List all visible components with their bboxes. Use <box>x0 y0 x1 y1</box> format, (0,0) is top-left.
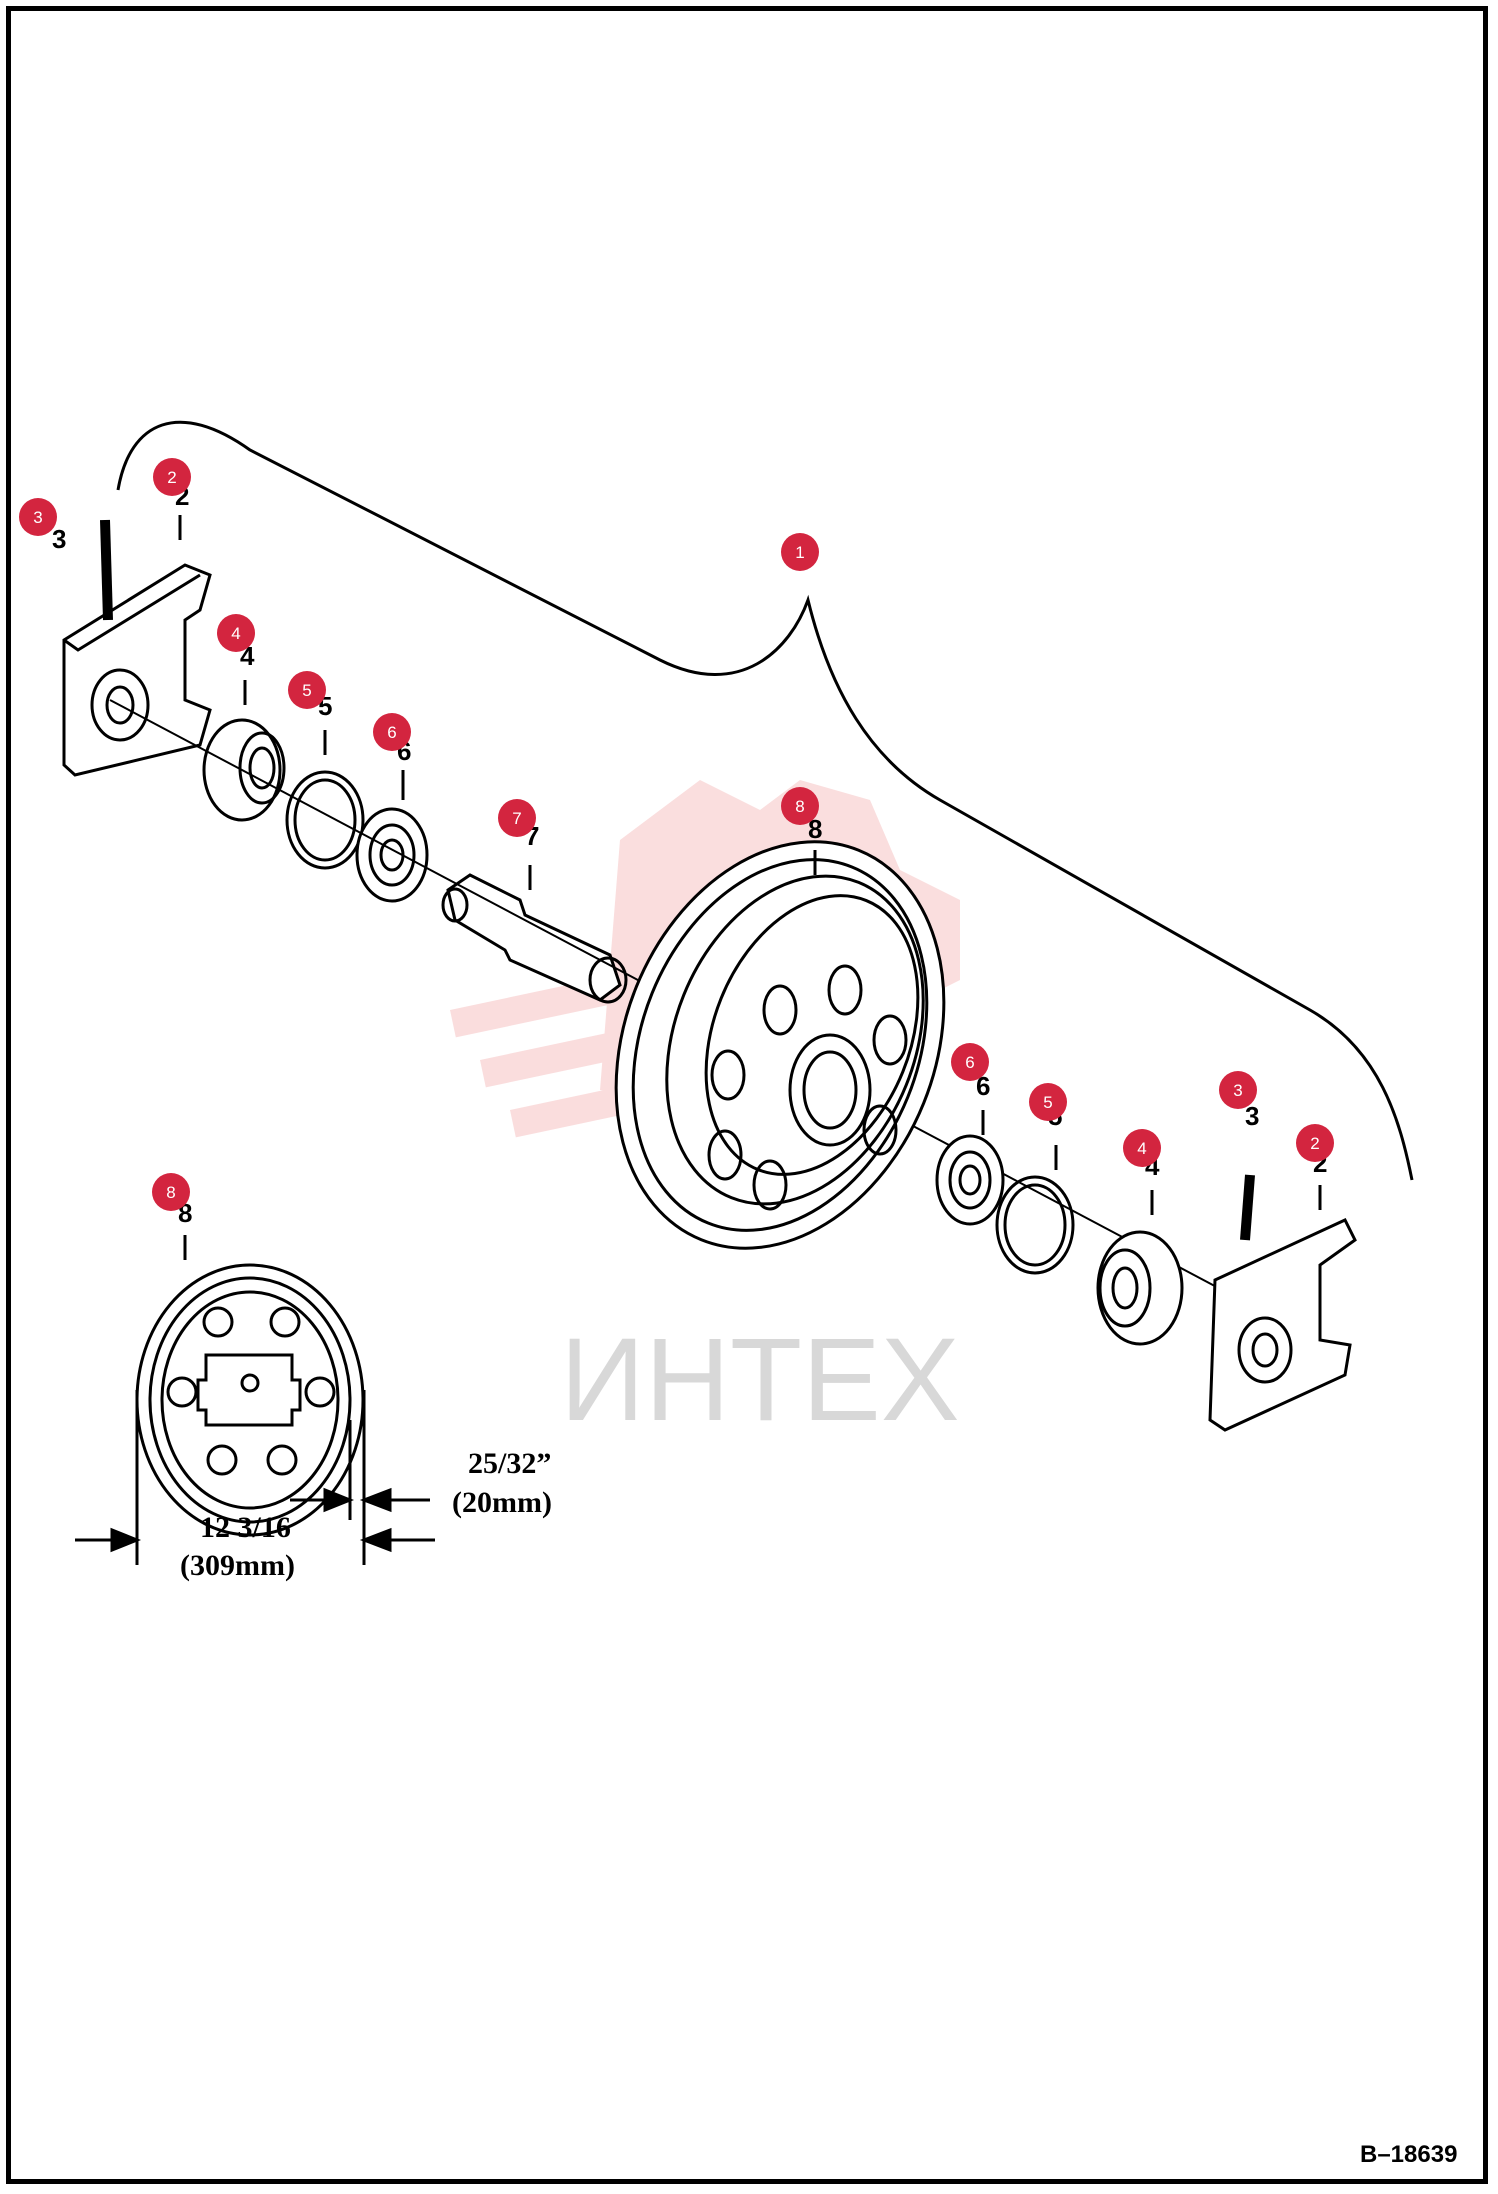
callout-badge-5: 5 <box>288 671 326 709</box>
idler-shaft <box>441 873 628 1004</box>
callout-label: 3 <box>1233 1081 1242 1100</box>
callout-badge-3: 3 <box>19 498 57 536</box>
callout-label: 3 <box>33 508 42 527</box>
callout-badge-4: 4 <box>217 614 255 652</box>
part-number-8: 8 <box>808 814 822 844</box>
callout-label: 5 <box>302 681 311 700</box>
right-mount-bracket <box>1208 1218 1357 1432</box>
left-bearing <box>355 807 429 903</box>
dimension-lines <box>75 1390 435 1565</box>
right-snap-ring <box>995 1175 1075 1275</box>
callout-badge-7: 7 <box>498 799 536 837</box>
figure-reference-code: B–18639 <box>1360 2141 1457 2168</box>
watermark-text: ИНТЕХ <box>560 1314 960 1446</box>
callout-label: 8 <box>166 1183 175 1202</box>
right-roll-pin <box>1240 1174 1255 1241</box>
callout-label: 2 <box>1310 1134 1319 1153</box>
callout-badge-8: 8 <box>152 1173 190 1211</box>
part-number-3-right: 3 <box>1245 1101 1259 1131</box>
part-number-3-left: 3 <box>52 524 66 554</box>
callout-label: 6 <box>387 723 396 742</box>
assembly-bracket <box>116 420 1414 1181</box>
flange-dimension-metric: (20mm) <box>452 1486 552 1519</box>
flange-dimension-value: 25/32” <box>468 1447 551 1480</box>
callout-label: 6 <box>965 1053 974 1072</box>
callout-label: 7 <box>512 809 521 828</box>
callout-label: 8 <box>795 797 804 816</box>
callout-label: 5 <box>1043 1093 1052 1112</box>
drawing-frame <box>6 6 1488 2184</box>
callout-badge-6: 6 <box>951 1043 989 1081</box>
callout-badge-6: 6 <box>373 713 411 751</box>
left-snap-ring <box>285 770 365 870</box>
callout-badge-3: 3 <box>1219 1071 1257 1109</box>
callout-label: 4 <box>1137 1139 1146 1158</box>
callout-badge-2: 2 <box>153 458 191 496</box>
part-number-6-right: 6 <box>976 1071 990 1101</box>
idler-wheel <box>614 840 946 1250</box>
right-hub-cap <box>1096 1230 1184 1346</box>
left-mount-bracket <box>62 563 212 777</box>
callout-badge-1: 1 <box>781 533 819 571</box>
callout-badges: 1 2 3 4 5 6 7 8 6 5 4 3 2 8 <box>19 458 1334 1211</box>
callout-badge-8: 8 <box>781 787 819 825</box>
callout-label: 2 <box>167 468 176 487</box>
right-bearing <box>935 1134 1005 1226</box>
width-dimension-metric: (309mm) <box>180 1549 295 1582</box>
width-dimension-value: 12 3/16 <box>200 1511 291 1544</box>
callout-badge-2: 2 <box>1296 1124 1334 1162</box>
leader-lines <box>178 515 1322 1260</box>
left-roll-pin <box>100 519 113 621</box>
callout-label: 1 <box>795 543 804 562</box>
callout-label: 4 <box>231 624 240 643</box>
callout-badge-5: 5 <box>1029 1083 1067 1121</box>
callout-badge-4: 4 <box>1123 1129 1161 1167</box>
